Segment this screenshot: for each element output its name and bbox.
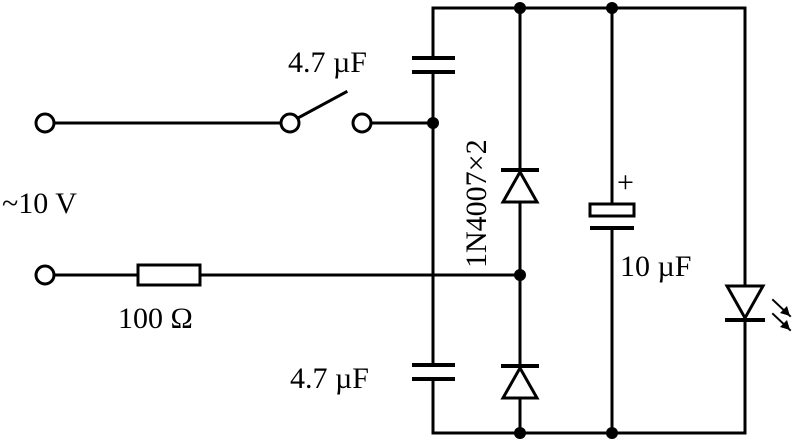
led-icon [724,284,792,332]
label-polarity: + [617,166,634,199]
resistor-icon [136,263,202,287]
junction-dot [514,269,526,281]
label-cap-top: 4.7 µF [288,46,367,79]
label-source-voltage: ~10 V [2,187,77,220]
capacitor-icon [412,363,455,381]
label-cap-bottom: 4.7 µF [290,362,369,395]
junction-dot [606,427,618,439]
capacitor-icon [588,202,636,230]
switch-icon [279,89,373,134]
diode-icon [500,168,540,204]
junction-dot [514,2,526,14]
label-resistor: 100 Ω [118,302,193,335]
junction-dot [606,2,618,14]
junction-dot [514,427,526,439]
input-terminal-top [34,112,56,134]
label-diodes: 1N4007×2 [460,139,493,268]
input-terminal-bottom [34,264,56,286]
capacitor-icon [412,56,455,74]
junction-dot [427,117,439,129]
label-electrolytic-cap: 10 µF [620,250,691,283]
diode-icon [500,364,540,400]
